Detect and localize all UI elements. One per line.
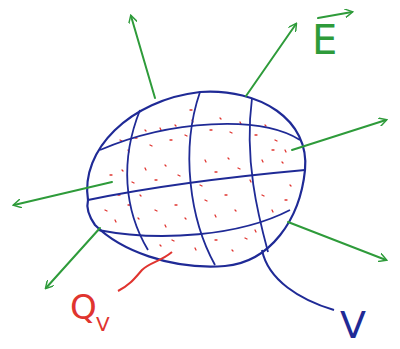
field-arrows bbox=[14, 12, 386, 288]
grid-lines bbox=[88, 92, 305, 265]
charge-label: Q bbox=[70, 290, 97, 324]
volume-label: V bbox=[340, 306, 366, 344]
charge-subscript: V bbox=[96, 314, 110, 334]
charge-leader bbox=[118, 252, 172, 291]
field-label: E bbox=[312, 20, 337, 60]
volume-outline bbox=[87, 92, 305, 267]
volume-leader bbox=[262, 250, 334, 310]
